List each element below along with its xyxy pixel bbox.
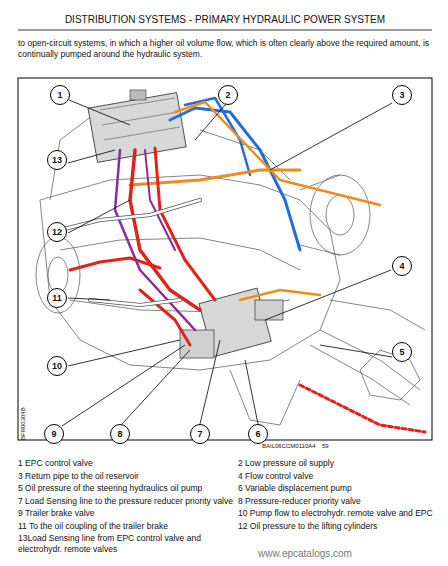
callout-number: 6	[248, 424, 268, 444]
callout-text: 6	[255, 429, 260, 439]
header-rule	[18, 30, 432, 31]
callout-number: 13	[47, 150, 67, 170]
callout-number: 9	[44, 424, 64, 444]
key-entry: 11 To the oil coupling of the trailer br…	[18, 521, 234, 532]
callout-text: 5	[399, 347, 404, 357]
callout-number: 7	[190, 424, 210, 444]
tractor-chassis	[36, 105, 425, 425]
callout-text: 1	[57, 90, 62, 100]
callout-text: 3	[399, 90, 404, 100]
valve-blocks	[88, 90, 283, 358]
leader-lines	[62, 100, 392, 426]
figure-frame	[18, 78, 432, 440]
key-entry: 6 Variable displacement pump	[238, 483, 438, 494]
callout-number: 1	[50, 85, 70, 105]
watermark: www.epcatalogs.com	[258, 548, 352, 559]
callout-text: 8	[117, 429, 122, 439]
callout-number: 4	[392, 256, 412, 276]
callout-number: 10	[47, 356, 67, 376]
callout-text: 2	[225, 90, 230, 100]
callout-number: 12	[47, 222, 67, 242]
callout-number: 11	[47, 288, 67, 308]
hydraulic-lines	[60, 98, 425, 432]
key-entry: 10 Pump flow to electrohydr. remote valv…	[238, 508, 438, 519]
callout-number: 5	[392, 342, 412, 362]
key-entry: 12 Oil pressure to the lifting cylinders	[238, 521, 438, 532]
callout-text: 7	[197, 429, 202, 439]
callout-number: 2	[218, 85, 238, 105]
callout-text: 13	[52, 155, 62, 165]
callout-text: 11	[52, 293, 62, 303]
callout-number: 3	[392, 85, 412, 105]
intro-text: to open-circuit systems, in which a high…	[18, 38, 432, 60]
figure-id: BFR00304B	[20, 407, 26, 440]
key-entry: 3 Return pipe to the oil reservoir	[18, 471, 234, 482]
key-entry: 13Load Sensing line from EPC control val…	[18, 533, 234, 554]
callout-number: 8	[110, 424, 130, 444]
figure-id: 59	[322, 443, 329, 449]
callout-text: 9	[51, 429, 56, 439]
callout-text: 10	[52, 361, 62, 371]
key-entry: 8 Pressure-reducer priority valve	[238, 496, 438, 507]
callout-text: 12	[52, 227, 62, 237]
key-entry: 1 EPC control valve	[18, 458, 234, 469]
figure-id: BAIL06CCM0110A4	[262, 443, 316, 449]
key-entry: 5 Oil pressure of the steering hydraulic…	[18, 483, 234, 494]
page-header: DISTRIBUTION SYSTEMS - PRIMARY HYDRAULIC…	[18, 14, 432, 25]
callout-text: 4	[399, 261, 404, 271]
key-entry: 7 Load Sensing line to the pressure redu…	[18, 496, 234, 507]
key-entry: 2 Low pressure oil supply	[238, 458, 438, 469]
key-entry: 9 Trailer brake valve	[18, 508, 234, 519]
key-entry: 4 Flow control valve	[238, 471, 438, 482]
